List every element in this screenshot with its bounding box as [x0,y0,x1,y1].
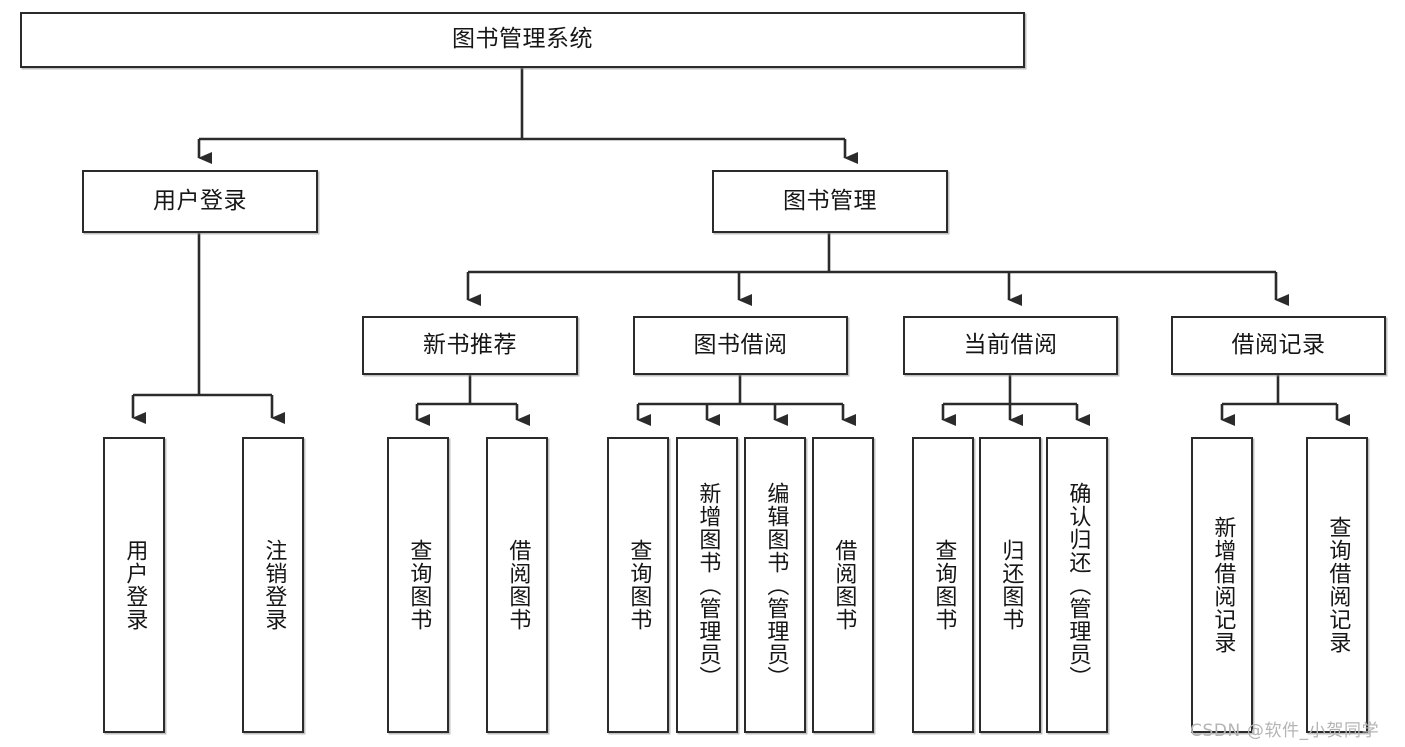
node-label: 新增图书（管理员） [695,481,721,689]
node-label: 查询借阅记录 [1325,516,1351,654]
node-book-borrow[interactable]: 图书借阅 [633,316,848,375]
node-label: 借阅记录 [1231,331,1326,358]
node-label: 图书管理系统 [452,26,593,53]
node-label: 编辑图书（管理员） [763,481,789,689]
node-label: 查询图书 [626,539,652,631]
node-label: 用户登录 [122,539,148,631]
node-leaf-query-book-borrow[interactable]: 查询图书 [607,437,669,733]
node-leaf-query-book-current[interactable]: 查询图书 [912,437,974,733]
node-leaf-user-login[interactable]: 用户登录 [103,437,165,733]
node-leaf-edit-book-admin[interactable]: 编辑图书（管理员） [744,437,806,733]
node-label: 新增借阅记录 [1210,516,1236,654]
node-borrow-record[interactable]: 借阅记录 [1171,316,1386,375]
node-leaf-query-book-recommend[interactable]: 查询图书 [387,437,449,733]
node-leaf-confirm-return-admin[interactable]: 确认归还（管理员） [1046,437,1108,733]
node-label: 注销登录 [261,539,287,631]
node-root-book-management-system[interactable]: 图书管理系统 [20,12,1025,68]
node-label: 图书借阅 [693,331,788,358]
node-label: 借阅图书 [831,539,857,631]
csdn-watermark: CSDN @软件_小贺同学 [1190,721,1380,741]
node-book-management[interactable]: 图书管理 [712,170,948,233]
node-label: 借阅图书 [505,539,531,631]
node-leaf-add-borrow-record[interactable]: 新增借阅记录 [1191,437,1253,733]
node-new-book-recommend[interactable]: 新书推荐 [362,316,578,375]
node-leaf-add-book-admin[interactable]: 新增图书（管理员） [676,437,738,733]
node-label: 确认归还（管理员） [1065,481,1091,689]
node-label: 查询图书 [931,539,957,631]
node-label: 查询图书 [406,539,432,631]
node-label: 图书管理 [783,187,877,214]
node-user-login[interactable]: 用户登录 [82,170,318,233]
node-label: 当前借阅 [963,331,1058,358]
node-label: 新书推荐 [423,331,517,358]
node-label: 用户登录 [153,187,247,214]
node-leaf-return-book[interactable]: 归还图书 [979,437,1041,733]
node-leaf-borrow-book[interactable]: 借阅图书 [812,437,874,733]
node-label: 归还图书 [998,539,1024,631]
node-current-borrow[interactable]: 当前借阅 [903,316,1118,375]
node-leaf-borrow-book-recommend[interactable]: 借阅图书 [486,437,548,733]
node-leaf-logout-login[interactable]: 注销登录 [242,437,304,733]
node-leaf-query-borrow-record[interactable]: 查询借阅记录 [1306,437,1368,733]
